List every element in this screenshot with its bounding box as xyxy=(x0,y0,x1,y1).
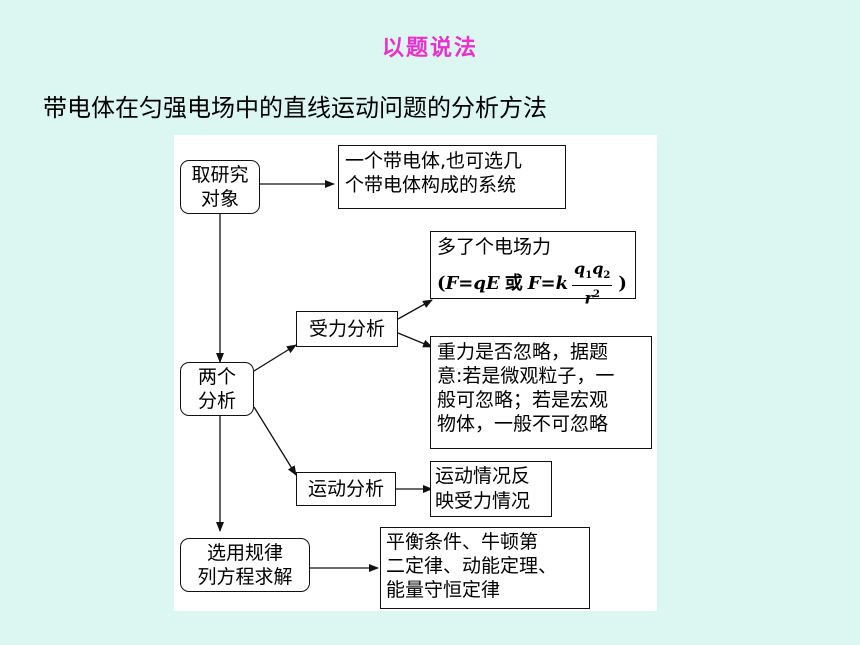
formula-open-paren: ( xyxy=(437,272,446,294)
arrow-force-to-extra xyxy=(397,299,433,320)
node-gravity-line2: 意:若是微观粒子，一 xyxy=(437,365,615,387)
formula-fraction: q1q2 r2 xyxy=(572,261,613,308)
node-select-laws: 选用规律 列方程求解 xyxy=(180,538,310,592)
formula-f-equals-k: F=k xyxy=(527,272,569,294)
formula-denominator: r2 xyxy=(584,288,600,308)
node-object-description: 一个带电体,也可选几 个带电体构成的系统 xyxy=(338,145,566,209)
node-two-analyses-line2: 分析 xyxy=(197,390,236,412)
node-laws-line3: 能量守恒定律 xyxy=(386,579,501,601)
node-select-laws-line1: 选用规律 xyxy=(206,542,283,564)
node-research-object-line1: 取研究 xyxy=(191,164,249,186)
slide-subheading: 带电体在匀强电场中的直线运动问题的分析方法 xyxy=(43,94,547,122)
node-motion-analysis: 运动分析 xyxy=(296,472,396,506)
node-research-object: 取研究 对象 xyxy=(180,160,260,214)
formula-f-equals-qe: F=qE xyxy=(445,272,500,294)
node-gravity: 重力是否忽略，据题 意:若是微观粒子，一 般可忽略；若是宏观 物体，一般不可忽略 xyxy=(430,336,652,449)
node-laws-line2: 二定律、动能定理、 xyxy=(386,555,558,577)
node-two-analyses-line1: 两个 xyxy=(197,366,236,388)
node-motion-reflect: 运动情况反 映受力情况 xyxy=(430,461,552,517)
node-gravity-line3: 般可忽略；若是宏观 xyxy=(437,389,609,411)
flowchart-panel: 取研究 对象 一个带电体,也可选几 个带电体构成的系统 多了个电场力 ( F=q… xyxy=(174,135,657,611)
arrow-analyses-to-motion xyxy=(253,406,297,476)
flowchart-connectors xyxy=(216,180,433,572)
node-object-description-line2: 个带电体构成的系统 xyxy=(345,174,517,196)
node-object-description-line1: 一个带电体,也可选几 xyxy=(345,150,523,172)
arrow-force-to-gravity xyxy=(397,332,433,348)
node-force-analysis-label: 受力分析 xyxy=(308,318,385,340)
electric-force-formula: ( F=qE 或 F=k q1q2 r2 ) xyxy=(437,261,629,307)
node-motion-reflect-line2: 映受力情况 xyxy=(435,490,531,512)
node-two-analyses: 两个 分析 xyxy=(180,362,254,416)
node-extra-force: 多了个电场力 ( F=qE 或 F=k q1q2 r2 ) xyxy=(430,231,636,306)
node-extra-force-line1: 多了个电场力 xyxy=(437,236,552,258)
node-laws-line1: 平衡条件、牛顿第 xyxy=(386,531,539,553)
node-force-analysis: 受力分析 xyxy=(296,311,398,347)
node-select-laws-line2: 列方程求解 xyxy=(197,566,293,588)
node-motion-analysis-label: 运动分析 xyxy=(307,478,384,500)
node-laws: 平衡条件、牛顿第 二定律、动能定理、 能量守恒定律 xyxy=(380,527,590,609)
node-motion-reflect-line1: 运动情况反 xyxy=(435,465,531,487)
node-gravity-line4: 物体，一般不可忽略 xyxy=(437,413,609,435)
node-gravity-line1: 重力是否忽略，据题 xyxy=(437,341,609,363)
formula-or: 或 xyxy=(504,272,523,294)
slide-heading: 以题说法 xyxy=(381,36,478,61)
arrow-analyses-to-force xyxy=(253,344,297,372)
formula-close-paren: ) xyxy=(618,272,627,294)
formula-numerator: q1q2 xyxy=(572,261,613,287)
node-research-object-line2: 对象 xyxy=(200,188,239,210)
